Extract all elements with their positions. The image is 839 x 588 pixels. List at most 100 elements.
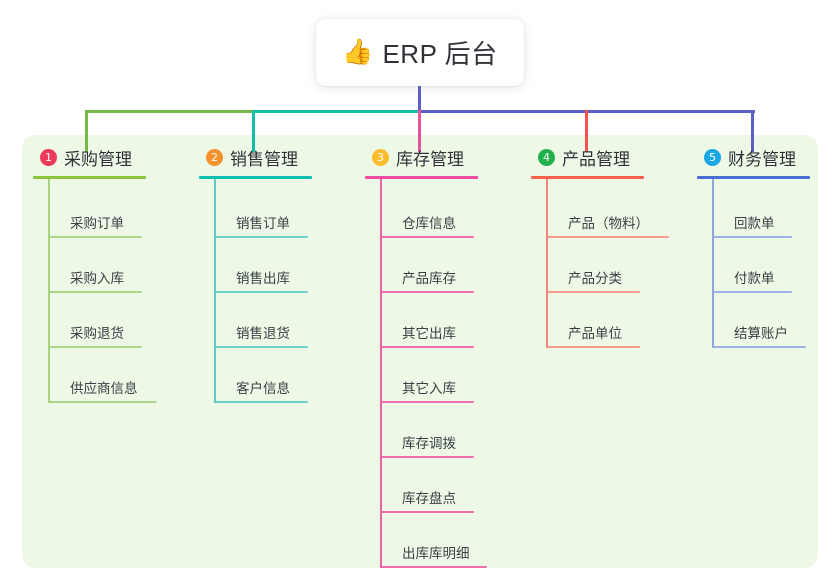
menu-item-label: 仓库信息 [402, 216, 456, 231]
menu-item[interactable]: 销售订单 [198, 183, 358, 238]
menu-item[interactable]: 产品库存 [364, 238, 524, 293]
column-header-rule [199, 176, 312, 179]
column-spine [546, 179, 548, 348]
menu-item-rule [380, 511, 474, 513]
connector-bar-segment-2 [252, 110, 421, 113]
column-items: 仓库信息产品库存其它出库其它入库库存调拨库存盘点出库库明细 [364, 179, 524, 568]
menu-item[interactable]: 回款单 [696, 183, 839, 238]
menu-item-rule [546, 346, 640, 348]
menu-item-rule [380, 236, 474, 238]
menu-item-rule [380, 291, 474, 293]
column-header-rule [531, 176, 644, 179]
column-number-badge: 5 [704, 148, 721, 166]
column-items: 销售订单销售出库销售退货客户信息 [198, 179, 358, 403]
menu-item-rule [48, 346, 142, 348]
menu-item[interactable]: 产品单位 [530, 293, 700, 348]
menu-item-label: 出库库明细 [402, 546, 470, 561]
menu-item-label: 销售退货 [236, 326, 290, 341]
menu-item[interactable]: 库存盘点 [364, 458, 524, 513]
menu-item[interactable]: 销售出库 [198, 238, 358, 293]
menu-item-label: 库存调拨 [402, 436, 456, 451]
menu-item-label: 产品单位 [568, 326, 622, 341]
menu-item[interactable]: 客户信息 [198, 348, 358, 403]
connector-trunk [418, 86, 421, 112]
connector-drop-5 [751, 110, 754, 152]
menu-item-rule [546, 236, 669, 238]
connector-drop-3 [418, 110, 421, 152]
menu-item-label: 付款单 [734, 271, 775, 286]
menu-item-label: 采购订单 [70, 216, 124, 231]
connector-drop-1 [85, 110, 88, 152]
menu-item-rule [380, 401, 474, 403]
column-spine [712, 179, 714, 348]
column-header-rule [365, 176, 478, 179]
menu-item-label: 其它出库 [402, 326, 456, 341]
menu-item-label: 其它入库 [402, 381, 456, 396]
menu-item[interactable]: 库存调拨 [364, 403, 524, 458]
menu-item[interactable]: 其它出库 [364, 293, 524, 348]
root-title: ERP 后台 [382, 39, 498, 69]
menu-item-label: 采购入库 [70, 271, 124, 286]
menu-item-label: 库存盘点 [402, 491, 456, 506]
menu-item-rule [48, 236, 142, 238]
column-header-3[interactable]: 3 库存管理 [364, 145, 524, 169]
menu-item-rule [546, 291, 640, 293]
column-items: 产品（物料） 产品分类产品单位 [530, 179, 700, 348]
menu-item-rule [712, 291, 792, 293]
menu-item-label: 供应商信息 [70, 381, 138, 396]
menu-item-rule [214, 346, 308, 348]
column-number-badge: 2 [206, 148, 223, 166]
menu-item-rule [712, 236, 792, 238]
menu-item-rule [380, 456, 474, 458]
menu-item[interactable]: 产品（物料） [530, 183, 700, 238]
menu-item[interactable]: 结算账户 [696, 293, 839, 348]
menu-item-rule [380, 566, 487, 568]
menu-item-rule [380, 346, 474, 348]
column-items: 采购订单采购入库采购退货供应商信息 [32, 179, 192, 403]
menu-item[interactable]: 供应商信息 [32, 348, 192, 403]
menu-item-label: 销售出库 [236, 271, 290, 286]
menu-item[interactable]: 采购订单 [32, 183, 192, 238]
menu-item-label: 回款单 [734, 216, 775, 231]
column-3: 3 库存管理仓库信息产品库存其它出库其它入库库存调拨库存盘点出库库明细 [364, 145, 524, 568]
column-header-rule [33, 176, 146, 179]
content-panel [22, 135, 818, 568]
menu-item-label: 产品库存 [402, 271, 456, 286]
menu-item-rule [48, 291, 142, 293]
connector-bar-segment-1 [85, 110, 255, 113]
menu-item[interactable]: 产品分类 [530, 238, 700, 293]
root-node[interactable]: 👍 ERP 后台 [316, 19, 524, 86]
column-title: 库存管理 [396, 149, 464, 169]
column-header-rule [697, 176, 810, 179]
connector-drop-4 [585, 110, 588, 152]
menu-item[interactable]: 付款单 [696, 238, 839, 293]
menu-item-rule [214, 401, 308, 403]
menu-item-label: 客户信息 [236, 381, 290, 396]
menu-item[interactable]: 其它入库 [364, 348, 524, 403]
menu-item[interactable]: 销售退货 [198, 293, 358, 348]
menu-item[interactable]: 采购入库 [32, 238, 192, 293]
column-number-badge: 3 [372, 148, 389, 166]
menu-item[interactable]: 出库库明细 [364, 513, 524, 568]
menu-item[interactable]: 仓库信息 [364, 183, 524, 238]
column-title: 产品管理 [562, 149, 630, 169]
menu-item-label: 产品（物料） [568, 216, 649, 231]
menu-item-rule [214, 236, 308, 238]
column-items: 回款单付款单结算账户 [696, 179, 839, 348]
menu-item-label: 销售订单 [236, 216, 290, 231]
menu-item-rule [712, 346, 806, 348]
column-spine [48, 179, 50, 403]
menu-item-label: 结算账户 [734, 326, 788, 341]
menu-item[interactable]: 采购退货 [32, 293, 192, 348]
menu-item-label: 采购退货 [70, 326, 124, 341]
column-spine [214, 179, 216, 403]
